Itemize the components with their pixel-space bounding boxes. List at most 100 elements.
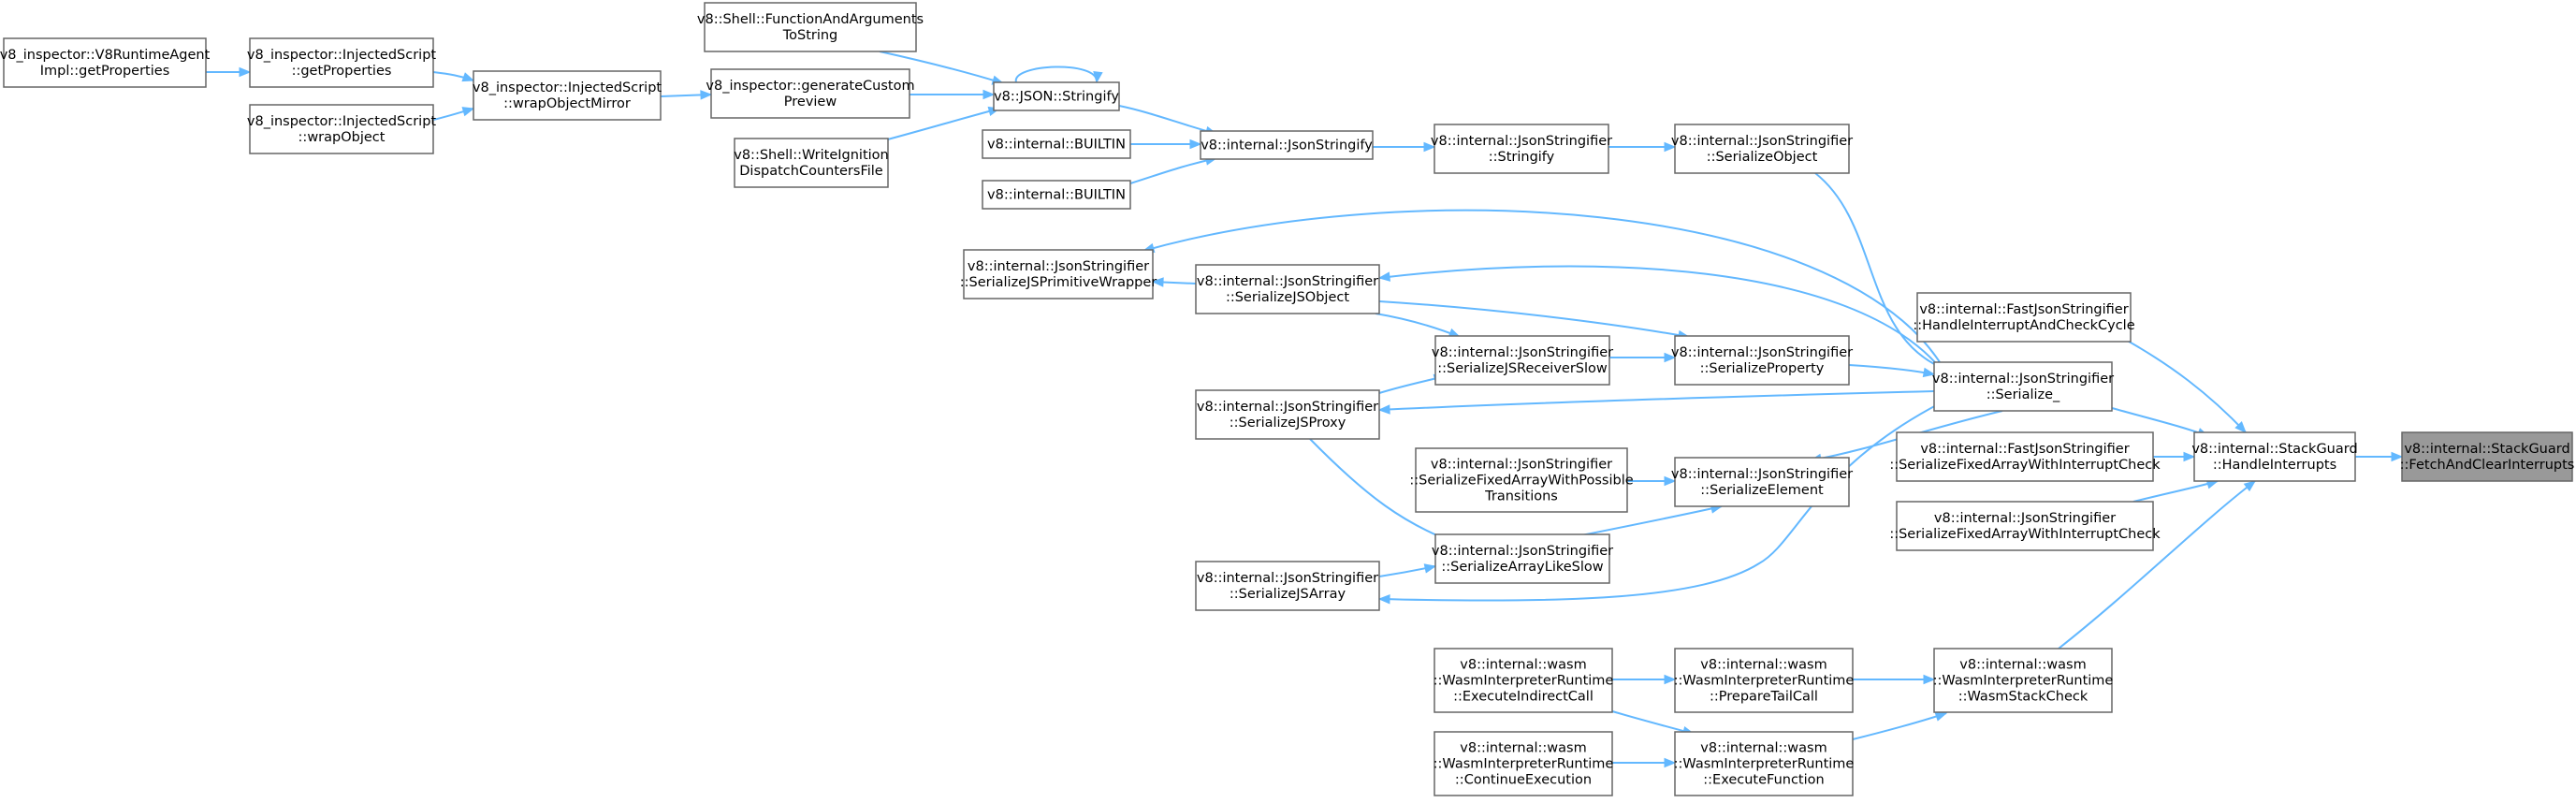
node-box[interactable] (1674, 731, 1854, 796)
node-box[interactable] (993, 81, 1120, 111)
node-box[interactable] (3, 37, 207, 88)
node-box[interactable] (1933, 361, 2113, 412)
node-js_fixedtrans[interactable]: v8::internal::JsonStringifier::Serialize… (1409, 447, 1634, 513)
edge-arrowhead (461, 107, 475, 117)
node-json_stringify[interactable]: v8::JSON::Stringify (993, 81, 1120, 111)
node-box[interactable] (1933, 648, 2113, 713)
node-internal_jsonstringify[interactable]: v8::internal::JsonStringify (1200, 130, 1374, 160)
node-box[interactable] (1674, 457, 1850, 507)
edge-wasm_stackcheck-to-sg_handle (2058, 480, 2257, 650)
node-box[interactable] (1674, 648, 1854, 713)
node-js_stringify[interactable]: v8::internal::JsonStringifier::Stringify (1431, 124, 1612, 174)
node-box[interactable] (710, 68, 910, 119)
edge-line (1378, 390, 1935, 411)
node-box[interactable] (1434, 124, 1609, 174)
node-box[interactable] (249, 104, 434, 154)
node-label-line: v8::internal::JsonStringifier (1932, 372, 2114, 387)
node-box[interactable] (1434, 648, 1613, 713)
node-is_wrapobject[interactable]: v8_inspector::InjectedScript::wrapObject (247, 104, 437, 154)
node-box[interactable] (704, 2, 917, 52)
node-label-line: v8::internal::wasm (1460, 658, 1586, 673)
node-box[interactable] (1896, 431, 2154, 482)
node-wasm_continue[interactable]: v8::internal::wasm::WasmInterpreterRunti… (1434, 731, 1614, 796)
node-label-line: v8_inspector::generateCustom (706, 79, 914, 94)
node-box[interactable] (2193, 431, 2356, 482)
node-sg_handle[interactable]: v8::internal::StackGuard::HandleInterrup… (2191, 431, 2358, 482)
node-box[interactable] (1674, 335, 1850, 386)
node-js_recvslow[interactable]: v8::internal::JsonStringifier::Serialize… (1432, 335, 1613, 386)
node-label-line: ::SerializeJSArray (1230, 587, 1346, 602)
edge-arrowhead (2391, 451, 2404, 462)
node-box[interactable] (982, 129, 1131, 159)
edge-line (1378, 300, 1690, 338)
node-label-line: ::FetchAndClearInterrupts (2400, 458, 2575, 473)
edge-arrowhead (1189, 139, 1202, 150)
node-is_getprops[interactable]: v8_inspector::InjectedScript::getPropert… (247, 37, 437, 88)
edge-js_recvslow-to-js_serprop (1609, 352, 1677, 363)
node-js_primwrapper[interactable]: v8::internal::JsonStringifier::Serialize… (960, 249, 1157, 299)
node-js_serobject[interactable]: v8::internal::JsonStringifier::Serialize… (1671, 124, 1853, 174)
edge-arrowhead (1664, 674, 1677, 685)
node-box[interactable] (982, 180, 1131, 210)
node-js_serjsarray[interactable]: v8::internal::JsonStringifier::Serialize… (1195, 561, 1380, 611)
edge-fast_cycle-to-sg_handle (2123, 338, 2247, 433)
node-box[interactable] (473, 70, 662, 121)
node-box[interactable] (1200, 130, 1374, 160)
node-label-line: ::SerializeArrayLikeSlow (1441, 560, 1603, 575)
node-wasm_execfn[interactable]: v8::internal::wasm::WasmInterpreterRunti… (1674, 731, 1855, 796)
edge-arrowhead (1377, 594, 1390, 605)
node-box[interactable] (1434, 533, 1610, 584)
node-js_proxy[interactable]: v8::internal::JsonStringifier::Serialize… (1195, 389, 1380, 440)
node-label-line: ::ContinueExecution (1455, 773, 1592, 788)
node-builtin1[interactable]: v8::internal::BUILTIN (982, 129, 1131, 159)
node-shell_ignition[interactable]: v8::Shell::WriteIgnitionDispatchCounters… (734, 138, 889, 188)
edge-arrowhead (2243, 480, 2257, 492)
node-box[interactable] (1434, 731, 1613, 796)
node-box[interactable] (1916, 292, 2132, 343)
node-label-line: v8::internal::wasm (1700, 741, 1826, 756)
node-box[interactable] (1415, 447, 1628, 513)
edge-line (2132, 480, 2219, 503)
node-is_wrapmirror[interactable]: v8_inspector::InjectedScript::wrapObject… (473, 70, 662, 121)
node-box[interactable] (1674, 124, 1850, 174)
node-label-line: v8::internal::FastJsonStringifier (1919, 302, 2128, 317)
node-builtin2[interactable]: v8::internal::BUILTIN (982, 180, 1131, 210)
node-box[interactable] (1434, 335, 1610, 386)
node-box[interactable] (1195, 389, 1380, 440)
node-label-line: v8::internal::JsonStringifier (1197, 571, 1378, 586)
node-label-line: ::SerializeJSPrimitiveWrapper (960, 275, 1157, 290)
node-label-line: Preview (784, 95, 837, 110)
edge-line (879, 51, 1004, 84)
node-label-line: ::wrapObject (298, 130, 386, 145)
node-box[interactable] (249, 37, 434, 88)
node-box[interactable] (1195, 264, 1380, 314)
node-js_serjsobject[interactable]: v8::internal::JsonStringifier::Serialize… (1195, 264, 1380, 314)
node-fast_cycle[interactable]: v8::internal::FastJsonStringifier::Handl… (1913, 292, 2135, 343)
node-wasm_stackcheck[interactable]: v8::internal::wasm::WasmInterpreterRunti… (1933, 648, 2114, 713)
edge-line (1375, 313, 1461, 338)
node-box[interactable] (2401, 431, 2573, 482)
node-js_serelement[interactable]: v8::internal::JsonStringifier::Serialize… (1671, 457, 1853, 507)
edge-builtin2-to-internal_jsonstringify (1129, 155, 1218, 184)
node-box[interactable] (963, 249, 1154, 299)
node-sg_fetch[interactable]: v8::internal::StackGuard::FetchAndClearI… (2400, 431, 2575, 482)
edge-gen_preview-to-json_stringify (910, 89, 996, 100)
node-js_arraylike[interactable]: v8::internal::JsonStringifier::Serialize… (1432, 533, 1613, 584)
node-label-line: ::getProperties (292, 64, 392, 79)
node-box[interactable] (1896, 501, 2154, 551)
node-js_serprop[interactable]: v8::internal::JsonStringifier::Serialize… (1671, 335, 1853, 386)
node-label-line: ::SerializeJSReceiverSlow (1437, 361, 1608, 376)
node-js_fixedcheck[interactable]: v8::internal::JsonStringifier::Serialize… (1889, 501, 2161, 551)
edge-wasm_continue-to-wasm_execfn (1612, 757, 1677, 768)
node-v8rt_getprops[interactable]: v8_inspector::V8RuntimeAgentImpl::getPro… (0, 37, 211, 88)
node-label-line: ::HandleInterrupts (2213, 458, 2336, 473)
node-fast_fixed[interactable]: v8::internal::FastJsonStringifier::Seria… (1889, 431, 2161, 482)
node-js_serialize[interactable]: v8::internal::JsonStringifier::Serialize… (1932, 361, 2114, 412)
node-box[interactable] (1195, 561, 1380, 611)
node-wasm_indirect[interactable]: v8::internal::wasm::WasmInterpreterRunti… (1434, 648, 1614, 713)
node-wasm_tailcall[interactable]: v8::internal::wasm::WasmInterpreterRunti… (1674, 648, 1855, 713)
node-box[interactable] (734, 138, 889, 188)
